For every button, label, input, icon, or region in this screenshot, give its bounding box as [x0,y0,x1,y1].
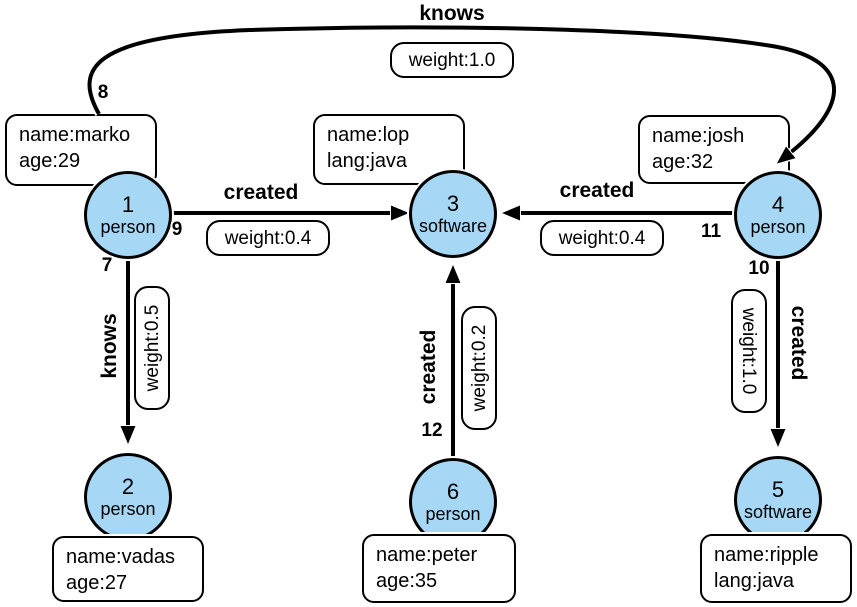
property-line: name:marko [19,124,131,146]
property-line: name:josh [652,125,745,147]
node-label: software [418,216,488,237]
edge-label-knows-top: knows [419,2,485,25]
weight-box-created-far-right: weight:1.0 [731,289,767,413]
node-4-person: 4 person [734,171,822,259]
edge-id-12: 12 [421,420,443,441]
node-6-person: 6 person [409,458,497,546]
property-line: age:27 [66,572,128,594]
property-box-peter: name:peter age:35 [362,534,516,603]
weight-box-created-left: weight:0.4 [206,220,330,256]
node-id: 5 [771,477,785,502]
edge-id-11: 11 [700,221,722,242]
node-1-person: 1 person [84,171,172,259]
property-line: age:29 [19,150,81,172]
property-line: lang:java [327,150,408,172]
edge-label-created-middle: created [417,329,440,405]
node-5-software: 5 software [734,456,822,544]
property-line: name:lop [327,124,410,146]
node-id: 1 [121,192,135,217]
weight-box-created-middle: weight:0.2 [461,306,497,430]
property-line: age:35 [376,570,438,592]
node-id: 6 [446,479,460,504]
node-label: software [743,502,813,523]
edge-knows-1-4-line [87,25,836,153]
property-line: name:peter [376,544,478,566]
edge-id-7: 7 [101,255,113,276]
property-box-marko: name:marko age:29 [5,114,157,186]
edge-label-knows-vertical: knows [98,313,121,379]
weight-box-created-right: weight:0.4 [540,220,664,256]
property-box-lop: name:lop lang:java [313,114,465,185]
property-box-vadas: name:vadas age:27 [52,536,204,602]
node-id: 2 [121,474,135,499]
edge-label-created-far-right: created [787,305,810,381]
edge-id-9: 9 [171,219,183,240]
edge-id-8: 8 [97,82,109,103]
node-id: 3 [446,191,460,216]
node-2-person: 2 person [84,453,172,541]
property-line: age:32 [652,151,714,173]
node-label: person [425,504,481,525]
node-label: person [750,217,806,238]
node-label: person [100,217,156,238]
weight-box-knows-top: weight:1.0 [390,42,514,78]
edge-id-10: 10 [748,258,770,279]
edge-label-created-right: created [559,179,635,202]
edge-label-created-left: created [223,181,299,204]
weight-box-knows-vertical: weight:0.5 [134,286,170,410]
property-box-ripple: name:ripple lang:java [700,534,852,603]
property-line: lang:java [714,570,795,592]
property-line: name:vadas [66,546,175,568]
node-id: 4 [771,192,785,217]
node-label: person [100,499,156,520]
property-line: name:ripple [714,544,819,566]
node-3-software: 3 software [409,170,497,258]
